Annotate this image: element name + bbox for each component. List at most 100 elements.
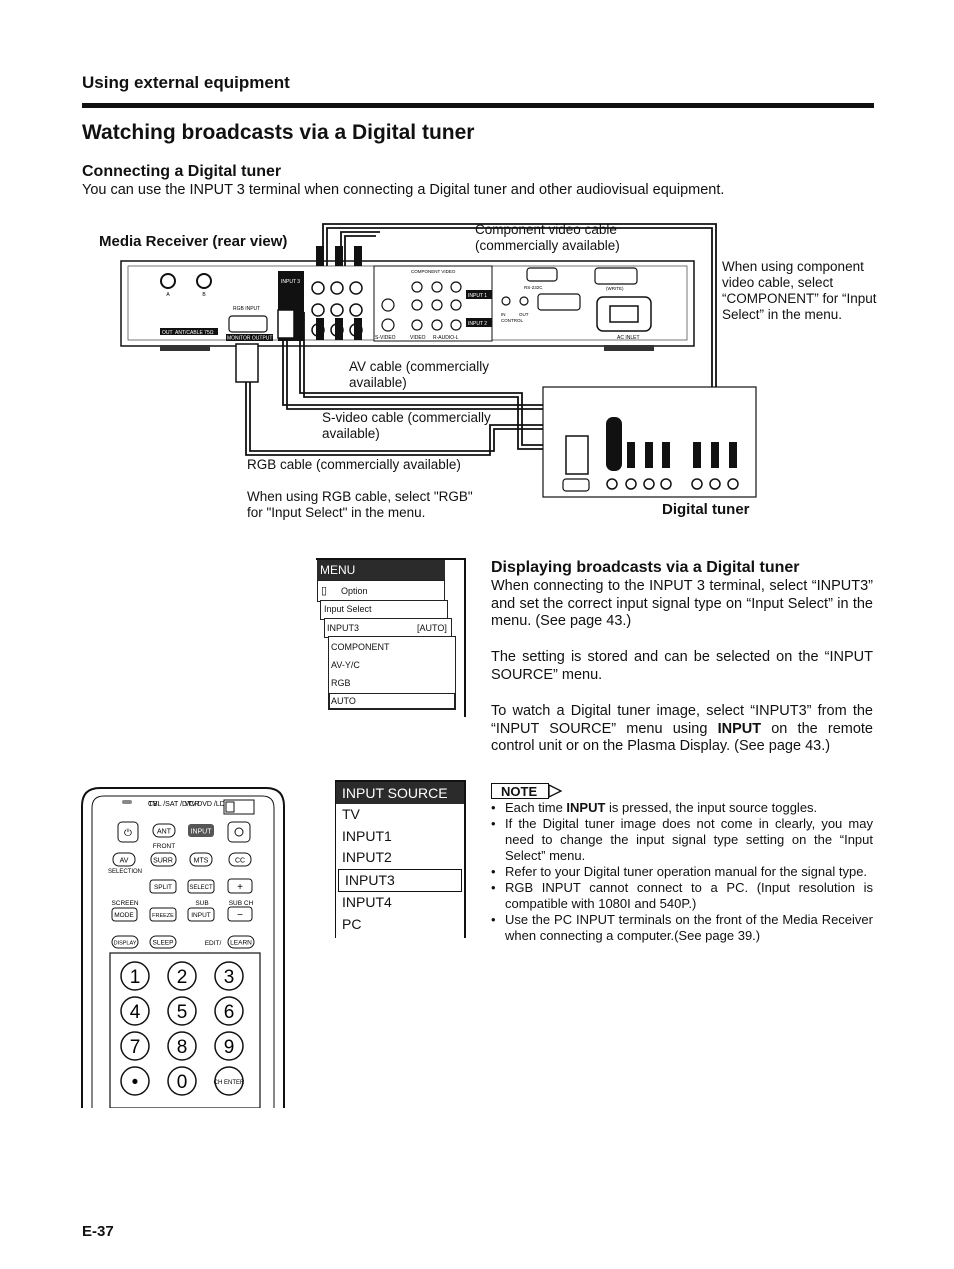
svg-text:EDIT/: EDIT/ bbox=[205, 940, 222, 947]
digit-4: 4 bbox=[130, 1002, 141, 1023]
svg-text:A: A bbox=[166, 292, 170, 298]
rgb-cable-label: RGB cable (commercially available) bbox=[247, 457, 461, 472]
svg-text:SPLIT: SPLIT bbox=[154, 884, 172, 891]
source-item-input1[interactable]: INPUT1 bbox=[342, 827, 392, 844]
ch-enter-button: CH ENTER bbox=[214, 1080, 245, 1086]
svg-text:VCR: VCR bbox=[185, 801, 200, 808]
svg-text:INPUT: INPUT bbox=[191, 829, 213, 836]
ant-a-jack bbox=[160, 273, 176, 289]
digit-3: 3 bbox=[224, 967, 235, 988]
digit-7: 7 bbox=[130, 1037, 141, 1058]
displaying-subtitle: Displaying broadcasts via a Digital tune… bbox=[491, 559, 800, 576]
svg-text:INPUT 3: INPUT 3 bbox=[281, 279, 300, 285]
menu-auto-value: [AUTO] bbox=[417, 623, 447, 633]
av-cable-label: AV cable (commercially available) bbox=[349, 359, 490, 390]
menu-title: MENU bbox=[320, 563, 356, 577]
digit-9: 9 bbox=[224, 1037, 235, 1058]
svg-text:INPUT 1: INPUT 1 bbox=[468, 293, 487, 299]
menu-input3[interactable]: INPUT3 bbox=[327, 623, 360, 633]
svg-text:S-VIDEO: S-VIDEO bbox=[375, 335, 396, 341]
note-item: Each time INPUT is pressed, the input so… bbox=[491, 800, 873, 816]
svg-text:INPUT: INPUT bbox=[191, 912, 211, 919]
svg-text:FREEZE: FREEZE bbox=[152, 913, 174, 919]
mode-cbl: CBL /SAT /DTV bbox=[148, 801, 196, 808]
svg-text:MONITOR OUTPUT: MONITOR OUTPUT bbox=[227, 336, 272, 342]
svg-text:SELECTION: SELECTION bbox=[108, 869, 142, 875]
menu-option-auto[interactable]: AUTO bbox=[331, 696, 356, 706]
note-badge: NOTE bbox=[491, 783, 549, 799]
svg-text:CONTROL: CONTROL bbox=[501, 318, 523, 323]
svg-text:RS-232C: RS-232C bbox=[524, 285, 543, 290]
svg-text:LEARN: LEARN bbox=[230, 940, 252, 947]
tuner-label: Digital tuner bbox=[662, 501, 750, 518]
rgb-note: When using RGB cable, select "RGB" for "… bbox=[247, 489, 473, 520]
source-item-pc[interactable]: PC bbox=[342, 915, 362, 932]
section-header: Using external equipment bbox=[82, 73, 290, 92]
svg-text:SUB: SUB bbox=[195, 900, 208, 907]
note-item: Refer to your Digital tuner operation ma… bbox=[491, 864, 873, 880]
menu-option: Option bbox=[341, 586, 368, 596]
menu-input-select[interactable]: Input Select bbox=[324, 604, 372, 614]
svg-text:SLEEP: SLEEP bbox=[153, 940, 174, 947]
digit-6: 6 bbox=[224, 1002, 235, 1023]
rgb-input-port bbox=[228, 315, 268, 333]
intro-text: You can use the INPUT 3 terminal when co… bbox=[82, 182, 725, 198]
svg-text:+: + bbox=[237, 882, 243, 893]
note-item: If the Digital tuner image does not come… bbox=[491, 816, 873, 864]
digit-5: 5 bbox=[177, 1002, 188, 1023]
digit-2: 2 bbox=[177, 967, 188, 988]
digit-1: 1 bbox=[130, 967, 141, 988]
digit-dot: • bbox=[132, 1072, 139, 1093]
svg-text:OUT: OUT bbox=[519, 312, 529, 317]
svg-text:TV: TV bbox=[149, 801, 158, 808]
svg-text:SUB CH: SUB CH bbox=[229, 900, 254, 907]
power-icon: ⏻ bbox=[124, 828, 132, 839]
source-item-input4[interactable]: INPUT4 bbox=[342, 894, 392, 910]
svg-text:INPUT 2: INPUT 2 bbox=[468, 321, 487, 327]
note-item: RGB INPUT cannot connect to a PC. (Input… bbox=[491, 880, 873, 912]
svg-text:B: B bbox=[202, 292, 206, 298]
svg-text:ANT: ANT bbox=[157, 829, 172, 836]
component-note: When using component video cable, select… bbox=[722, 259, 877, 322]
connection-diagram: A B OUT ANT/CABLE 75Ω RGB INPUT MONITOR … bbox=[120, 223, 757, 498]
svg-text:SELECT: SELECT bbox=[189, 885, 213, 891]
svg-text:MTS: MTS bbox=[194, 858, 209, 865]
svideo-cable-label: S-video cable (commercially available) bbox=[322, 410, 491, 441]
source-item-input3[interactable]: INPUT3 bbox=[338, 868, 462, 892]
source-item-tv[interactable]: TV bbox=[342, 806, 360, 822]
menu-option-rgb[interactable]: RGB bbox=[331, 678, 351, 688]
brightness-icon bbox=[234, 827, 244, 837]
menu-option-component[interactable]: COMPONENT bbox=[331, 642, 390, 652]
page-title: Watching broadcasts via a Digital tuner bbox=[82, 121, 475, 144]
svg-text:RGB INPUT: RGB INPUT bbox=[233, 306, 260, 312]
svg-text:AV: AV bbox=[120, 858, 129, 865]
svg-text:CC: CC bbox=[235, 858, 245, 865]
input-source-panel: INPUT SOURCE TV INPUT1 INPUT2 INPUT3 INP… bbox=[335, 780, 466, 938]
header-rule bbox=[82, 103, 874, 108]
svg-text:ANT/CABLE 75Ω: ANT/CABLE 75Ω bbox=[175, 330, 214, 336]
svg-text:IN: IN bbox=[501, 312, 506, 317]
menu-option-avyc[interactable]: AV-Y/C bbox=[331, 660, 360, 670]
note-item: Use the PC INPUT terminals on the front … bbox=[491, 912, 873, 944]
svg-text:SCREEN: SCREEN bbox=[111, 900, 138, 907]
paragraph-3: To watch a Digital tuner image, select “… bbox=[491, 703, 873, 754]
remote-control: TV CBL /SAT /DTV VCR DVD /LD ⏻ ANT INPUT… bbox=[81, 787, 285, 1108]
note-arrow-icon bbox=[548, 784, 562, 798]
svg-text:R-AUDIO-L: R-AUDIO-L bbox=[433, 335, 459, 341]
svg-text:DVD /LD: DVD /LD bbox=[197, 801, 225, 808]
ant-b-jack bbox=[196, 273, 212, 289]
option-icon: ▯ bbox=[321, 585, 328, 597]
input-source-title: INPUT SOURCE bbox=[336, 782, 464, 804]
svg-text:OUT: OUT bbox=[162, 330, 173, 336]
receiver-label: Media Receiver (rear view) bbox=[99, 233, 288, 250]
paragraph-1: When connecting to the INPUT 3 terminal,… bbox=[491, 578, 873, 629]
svg-text:COMPONENT VIDEO: COMPONENT VIDEO bbox=[411, 269, 456, 274]
svg-text:FRONT: FRONT bbox=[153, 843, 175, 850]
input12-jacks bbox=[381, 281, 462, 332]
rgb-plug bbox=[235, 343, 259, 383]
svg-text:(WRITE): (WRITE) bbox=[606, 286, 624, 291]
page-number: E-37 bbox=[82, 1223, 114, 1240]
svg-text:MODE: MODE bbox=[114, 912, 134, 919]
source-item-input2[interactable]: INPUT2 bbox=[342, 849, 392, 865]
component-cable-label: Component video cable (commercially avai… bbox=[475, 222, 620, 253]
